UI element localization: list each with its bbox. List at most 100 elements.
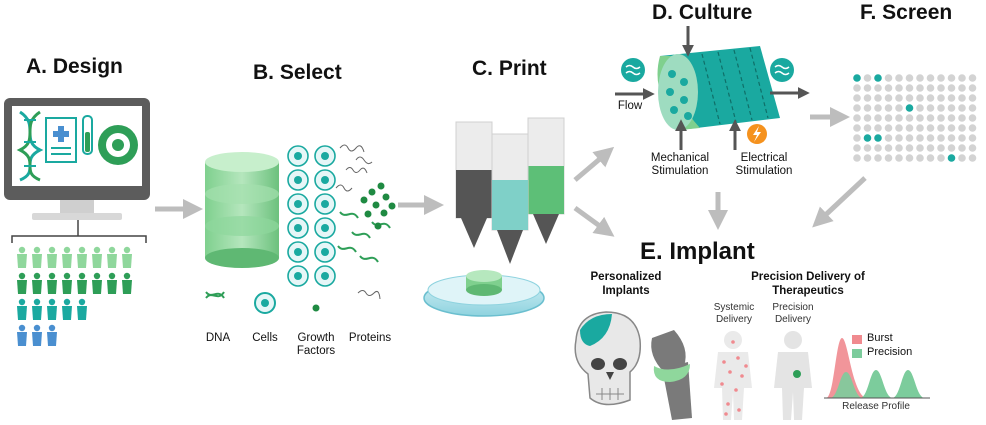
well xyxy=(895,134,903,142)
release-profile-chart xyxy=(824,335,930,399)
hit-well xyxy=(853,74,861,82)
arrow-print-to-implant xyxy=(573,205,615,237)
systemic-body-icon xyxy=(714,331,752,420)
well xyxy=(958,94,966,102)
arrow-print-to-culture xyxy=(573,146,615,182)
personalized-line1: Personalized xyxy=(590,271,662,283)
cell-icon xyxy=(287,193,309,215)
petri-dish-icon xyxy=(423,270,545,317)
well xyxy=(937,114,945,122)
well xyxy=(947,124,956,132)
well xyxy=(895,114,903,122)
well xyxy=(968,74,977,82)
well xyxy=(958,114,966,122)
arrow-screen-to-implant xyxy=(812,176,867,228)
person-icon xyxy=(62,272,72,294)
growth-factors-icon xyxy=(360,182,396,230)
well xyxy=(895,124,903,132)
cells-label: Cells xyxy=(252,332,278,344)
person-icon xyxy=(47,298,57,320)
precision-delivery-line2: Delivery xyxy=(774,314,812,325)
person-icon xyxy=(122,246,132,268)
well xyxy=(947,134,956,142)
dna-legend-icon xyxy=(205,291,225,299)
well xyxy=(905,154,914,162)
well xyxy=(958,84,966,92)
electrical-line2: Stimulation xyxy=(735,165,793,177)
well xyxy=(905,84,914,92)
well xyxy=(853,154,861,162)
mechanical-line1: Mechanical xyxy=(650,152,710,164)
well xyxy=(968,104,977,112)
dna-strands-icon xyxy=(337,211,391,263)
well xyxy=(968,84,977,92)
well xyxy=(853,124,861,132)
person-icon xyxy=(107,246,117,268)
cell-icon xyxy=(287,241,309,263)
person-icon xyxy=(32,246,42,268)
well xyxy=(884,154,893,162)
well xyxy=(916,94,924,102)
well xyxy=(968,114,977,122)
well xyxy=(884,114,893,122)
person-icon xyxy=(107,272,117,294)
well xyxy=(937,74,945,82)
systemic-line1: Systemic xyxy=(713,302,755,313)
well xyxy=(937,134,945,142)
well xyxy=(926,154,935,162)
cell-icon xyxy=(314,145,336,167)
stage-title-implant: E. Implant xyxy=(640,238,755,265)
person-icon xyxy=(62,246,72,268)
well xyxy=(863,114,872,122)
well xyxy=(926,94,935,102)
well xyxy=(937,144,945,152)
stage-title-select: B. Select xyxy=(253,61,342,84)
person-icon xyxy=(77,298,87,320)
well xyxy=(968,124,977,132)
person-icon xyxy=(47,272,57,294)
bioreactor-scaffold-icon xyxy=(657,46,780,130)
person-icon xyxy=(17,246,27,268)
well xyxy=(926,104,935,112)
well xyxy=(863,154,872,162)
stage-title-print: C. Print xyxy=(472,57,547,80)
precision-delivery-heading: Precision Delivery of Therapeutics xyxy=(728,270,888,298)
cell-icon xyxy=(287,145,309,167)
well xyxy=(853,94,861,102)
precision-curve-1 xyxy=(830,372,862,398)
mechanical-line2: Stimulation xyxy=(651,165,709,177)
well xyxy=(958,74,966,82)
well xyxy=(926,74,935,82)
flow-label: Flow xyxy=(617,100,643,112)
precision-legend-swatch xyxy=(852,349,862,358)
protein-legend-icon xyxy=(357,290,381,300)
release-profile-caption: Release Profile xyxy=(842,401,910,412)
well xyxy=(947,104,956,112)
stage-title-culture: D. Culture xyxy=(652,1,753,24)
well xyxy=(926,144,935,152)
flow-out-wave-icon xyxy=(770,58,794,82)
well xyxy=(905,114,914,122)
well xyxy=(874,144,882,152)
personalized-implants-heading: Personalized Implants xyxy=(576,270,676,298)
well xyxy=(874,114,882,122)
person-icon xyxy=(62,298,72,320)
well xyxy=(905,124,914,132)
systemic-line2: Delivery xyxy=(715,314,753,325)
scan-target-icon xyxy=(98,125,138,165)
well xyxy=(895,154,903,162)
well xyxy=(916,134,924,142)
well xyxy=(905,134,914,142)
well xyxy=(853,104,861,112)
dna-icon xyxy=(16,110,44,182)
bioprinter-icon xyxy=(455,117,565,264)
well xyxy=(968,144,977,152)
screening-well-grid xyxy=(853,74,977,162)
well xyxy=(863,74,872,82)
well xyxy=(947,84,956,92)
well xyxy=(926,134,935,142)
cell-icon xyxy=(287,217,309,239)
population-bracket xyxy=(11,220,147,243)
well xyxy=(874,94,882,102)
electrical-line1: Electrical xyxy=(740,152,788,164)
